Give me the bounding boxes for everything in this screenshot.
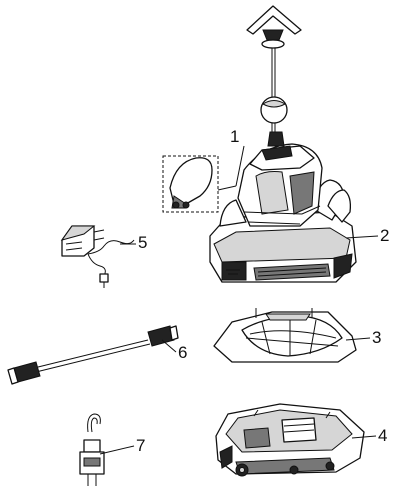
part-5-power-adapter [60, 225, 135, 288]
callout-3: 3 [372, 328, 382, 347]
part-3-filter-tray [213, 308, 357, 363]
callout-4: 4 [378, 426, 388, 445]
part-6-cable [7, 325, 179, 385]
callout-5: 5 [138, 233, 148, 252]
part-1-flap [162, 155, 237, 213]
part-2-robot-body [209, 131, 357, 283]
leader-lines [99, 145, 379, 455]
callout-1: 1 [230, 127, 240, 146]
part-7-hook [79, 413, 105, 486]
float-antenna [246, 5, 302, 142]
part-4-chassis [215, 403, 365, 477]
callout-7: 7 [136, 436, 146, 455]
callout-6: 6 [178, 343, 188, 362]
callout-2: 2 [380, 226, 390, 245]
